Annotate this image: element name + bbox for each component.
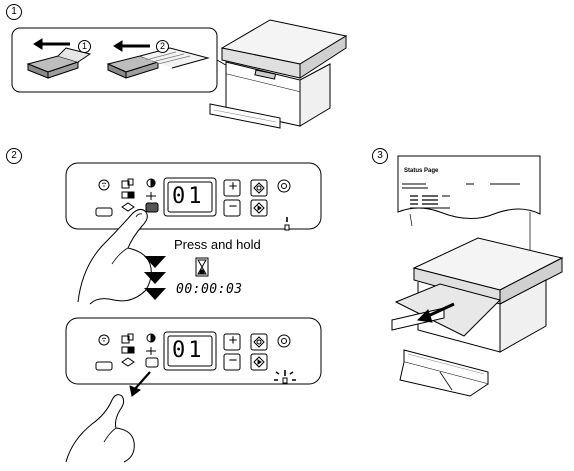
wrench-icon (146, 347, 156, 355)
paper-tray-right (106, 47, 210, 79)
wifi-button[interactable] (95, 361, 113, 371)
warning-icon (274, 370, 296, 384)
power-icon[interactable] (277, 334, 291, 348)
stop-icon (253, 182, 265, 194)
printer-step3 (391, 237, 564, 397)
wifi-icon (98, 179, 110, 191)
print-icon (121, 357, 135, 367)
lcd-outer (163, 331, 217, 371)
copy-mode-icon (121, 178, 134, 189)
power-icon[interactable] (277, 179, 291, 193)
wifi-icon (98, 334, 110, 346)
step-number-1: 1 (6, 4, 22, 20)
id-copy-icon (121, 191, 135, 199)
step-number-2: 2 (6, 148, 22, 164)
step-number-3: 3 (372, 148, 388, 164)
stop-icon (253, 336, 265, 348)
callout-2: 2 (156, 40, 169, 53)
minus-button[interactable] (223, 353, 241, 371)
start-button[interactable] (250, 353, 268, 371)
lcd-display-bottom: 01 (172, 338, 205, 363)
pull-arrow-1 (33, 38, 70, 50)
copy-setting-button[interactable] (145, 357, 159, 368)
hourglass-icon (195, 257, 209, 277)
lcd-outer (163, 177, 217, 217)
start-icon (253, 202, 265, 214)
control-panel-bottom (65, 317, 322, 385)
contrast-icon (146, 333, 156, 343)
hand-icon (77, 208, 152, 305)
start-icon (253, 356, 265, 368)
printer-step1 (209, 19, 348, 129)
minus-label: − (228, 352, 238, 369)
status-page-sheet (397, 155, 541, 270)
wifi-button[interactable] (95, 207, 113, 217)
plus-button[interactable] (223, 333, 241, 351)
lcd-screen (167, 181, 213, 213)
print-icon (121, 202, 135, 212)
control-panel-top (65, 162, 322, 231)
status-page-title: Status Page (404, 168, 439, 174)
plus-button[interactable] (223, 179, 241, 197)
lcd-display-top: 01 (172, 184, 205, 209)
warning-icon (284, 217, 290, 231)
plus-label: + (228, 178, 238, 195)
pull-arrow-2 (113, 40, 150, 52)
press-and-hold-label: Press and hold (174, 237, 261, 252)
release-arrow-icon (129, 371, 151, 397)
lcd-screen (167, 335, 213, 367)
down-arrow-icon (144, 256, 166, 300)
id-copy-icon (121, 346, 135, 354)
minus-button[interactable] (223, 199, 241, 217)
plus-label: + (228, 332, 238, 349)
hand-icon (65, 394, 135, 463)
copy-mode-icon (121, 333, 134, 344)
stop-button[interactable] (250, 179, 268, 197)
wrench-icon (146, 192, 156, 200)
start-button[interactable] (250, 199, 268, 217)
eject-arrow-icon (416, 302, 455, 323)
callout-1: 1 (78, 40, 91, 53)
timer-label: 00:00:03 (176, 282, 243, 297)
paper-tray-left (26, 47, 92, 79)
copy-setting-button[interactable] (145, 202, 159, 213)
minus-label: − (228, 198, 238, 215)
stop-button[interactable] (250, 333, 268, 351)
contrast-icon (146, 178, 156, 188)
